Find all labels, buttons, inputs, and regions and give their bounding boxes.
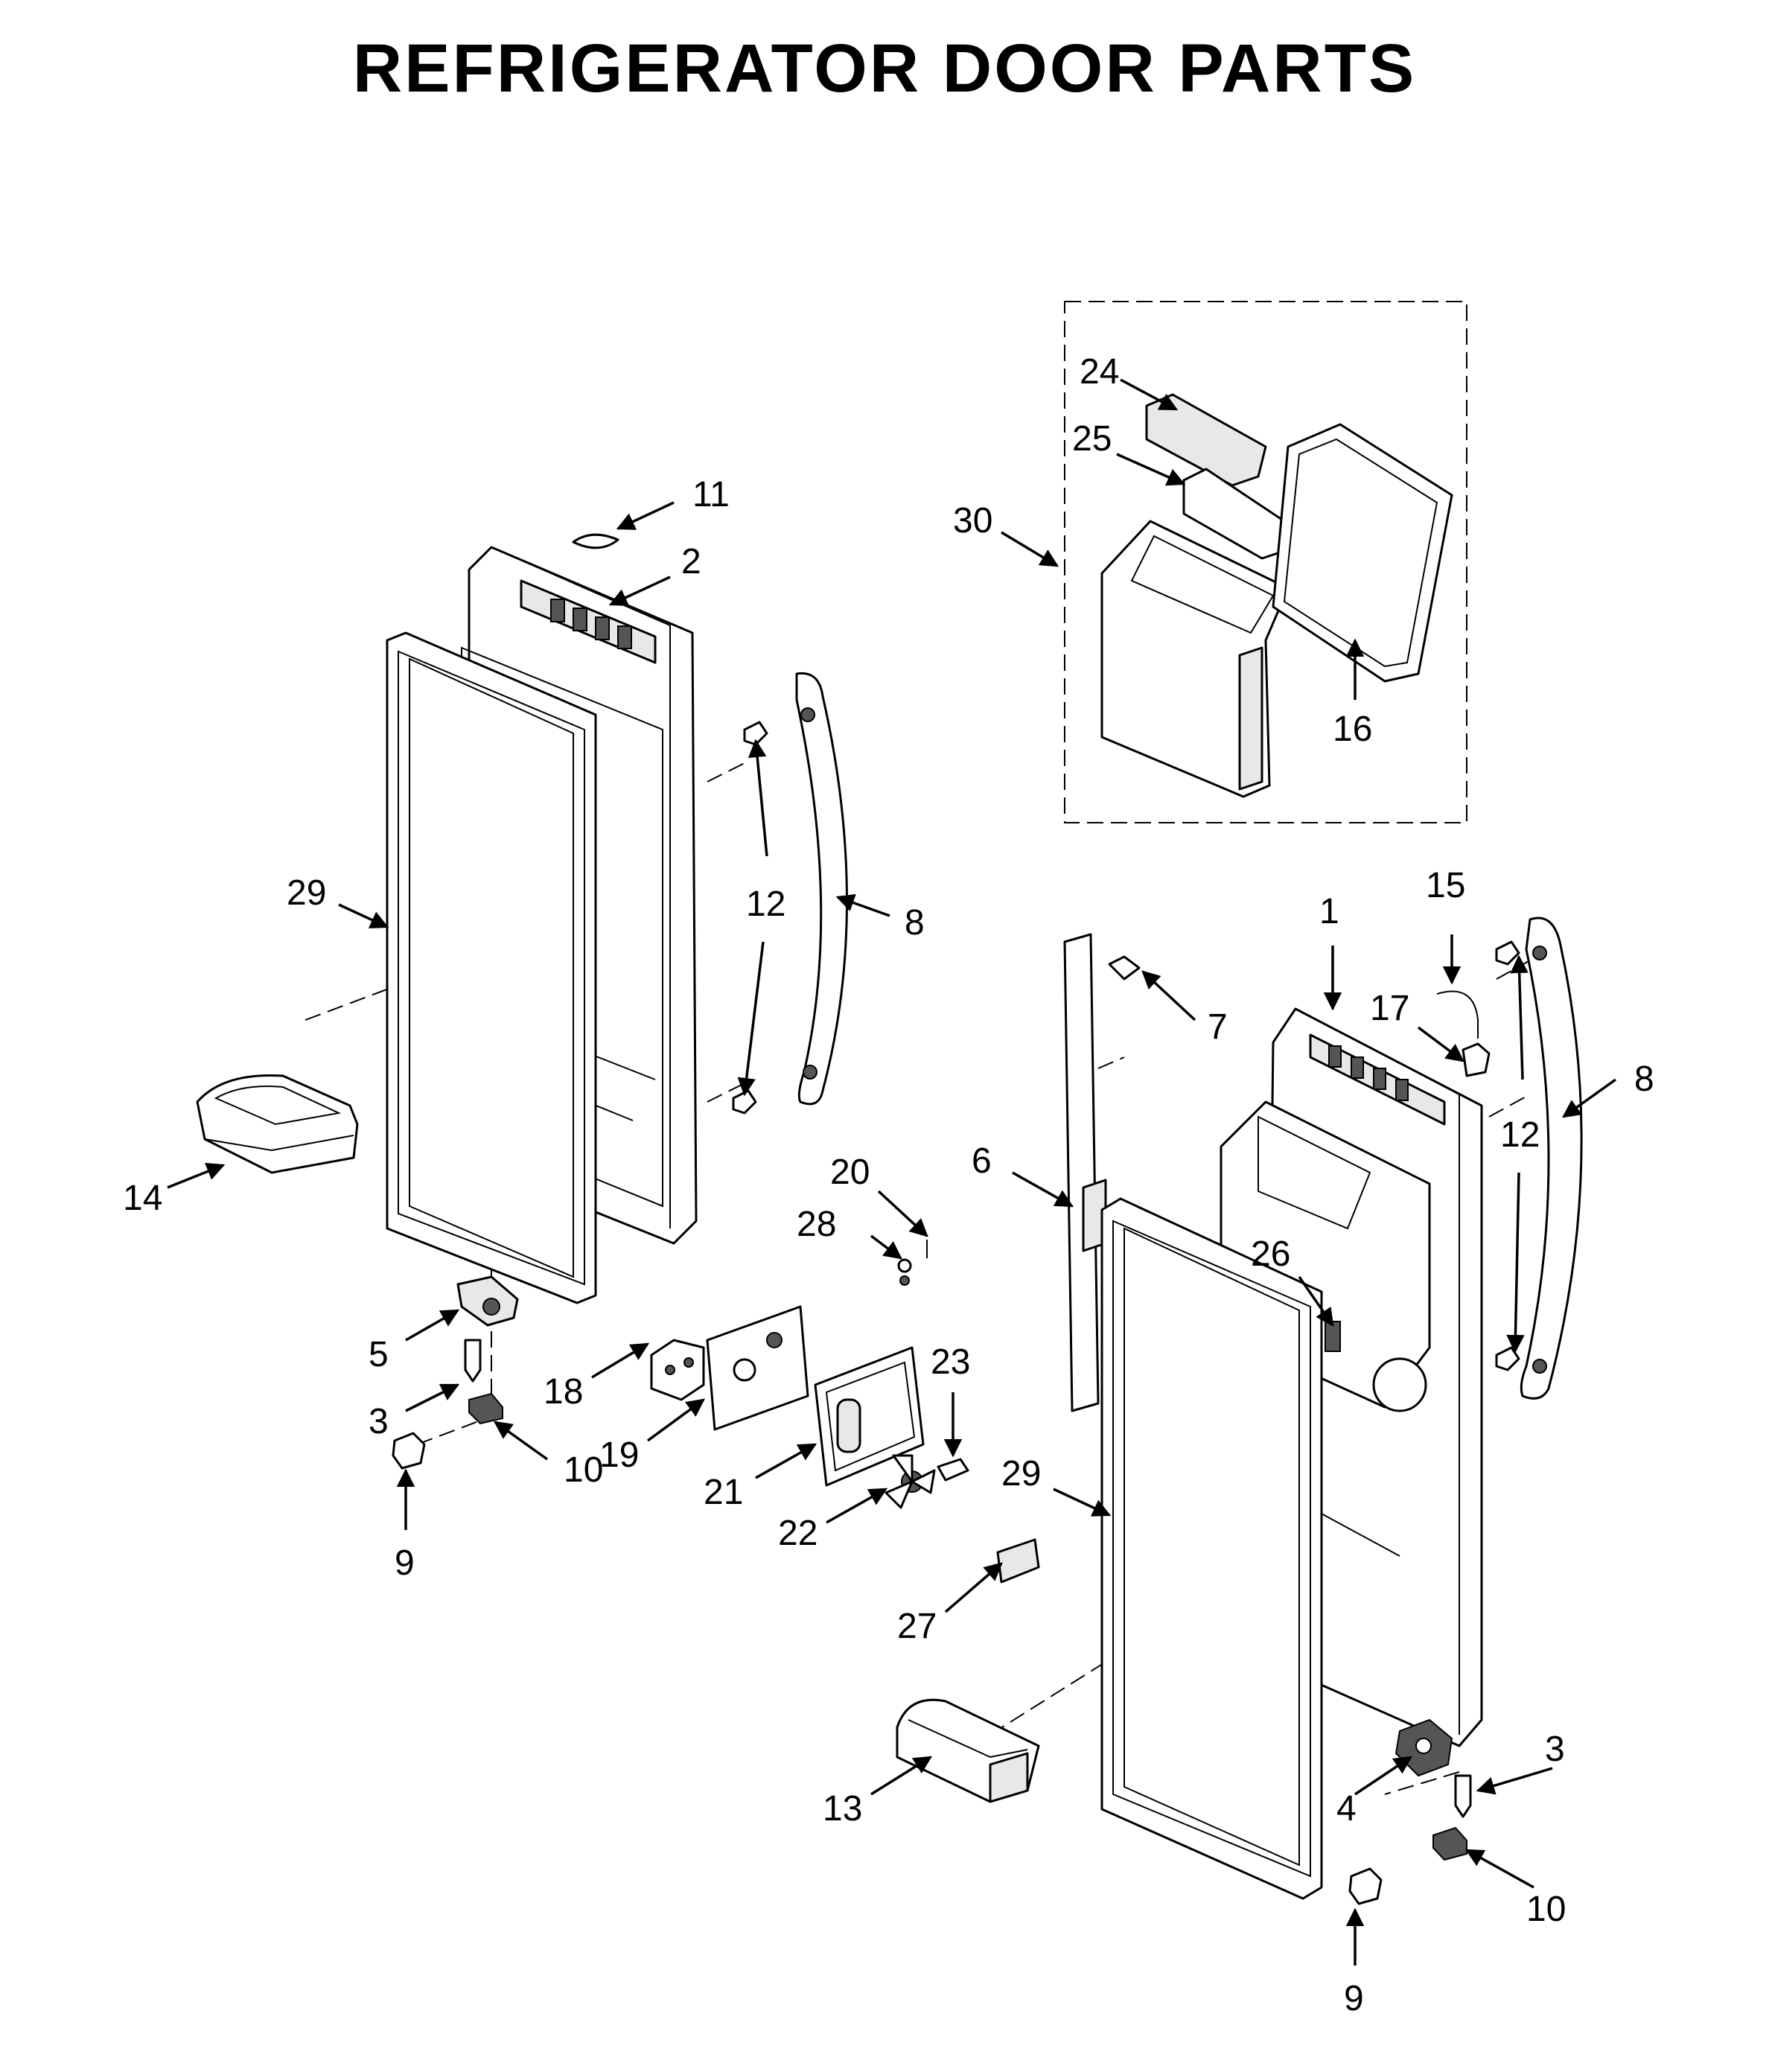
right-door-assembly	[896, 917, 1583, 1905]
right-hinge-cover-10	[1432, 1826, 1467, 1861]
cover-23	[937, 1458, 969, 1482]
leader-lines	[167, 378, 1617, 1966]
callout-right-9: 9	[1344, 1979, 1364, 2018]
left-handle-studs	[732, 721, 768, 1115]
middle-components	[650, 1240, 1040, 1584]
callout-mid-27: 27	[897, 1607, 937, 1646]
left-bottom-hinge	[456, 1275, 519, 1327]
callout-right-8: 8	[1634, 1059, 1654, 1099]
callout-left-5: 5	[369, 1335, 389, 1374]
right-hex-screw-9	[1348, 1867, 1383, 1905]
kit-gasket-16	[1272, 423, 1453, 683]
callout-kit-25: 25	[1072, 419, 1112, 459]
callout-left-14: 14	[123, 1179, 162, 1218]
ice-kit-assembly	[1064, 301, 1467, 823]
callout-right-17: 17	[1370, 989, 1409, 1028]
callout-kit-16: 16	[1333, 710, 1372, 749]
rail-screw-7	[1108, 955, 1141, 981]
top-cap-11	[572, 533, 619, 549]
callout-right-26: 26	[1251, 1234, 1290, 1274]
door-rail-6	[1063, 933, 1107, 1412]
diagram-title: REFRIGERATOR DOOR PARTS	[352, 31, 1417, 106]
right-stud-top	[1495, 940, 1520, 966]
callout-right-6: 6	[972, 1141, 992, 1181]
callout-right-4: 4	[1336, 1789, 1357, 1829]
callout-right-15: 15	[1426, 866, 1465, 905]
callout-labels: 11 2 29 12 8 14 5 3 10 9 24 25 30 16 20 …	[123, 352, 1654, 2018]
clip-28	[897, 1258, 912, 1273]
callout-mid-21: 21	[704, 1473, 743, 1512]
callout-left-3: 3	[369, 1402, 389, 1441]
control-panel-19	[706, 1305, 809, 1431]
callout-mid-18: 18	[544, 1372, 583, 1412]
callout-left-29: 29	[287, 873, 326, 913]
callout-mid-19: 19	[599, 1435, 639, 1475]
left-hinge-cover-10	[468, 1392, 503, 1425]
callout-left-2: 2	[681, 542, 701, 581]
fan-housing-21	[814, 1346, 925, 1487]
left-handle	[795, 672, 848, 1106]
right-handle	[1520, 917, 1583, 1400]
liner-top-vents	[550, 599, 632, 649]
callout-right-13: 13	[823, 1789, 862, 1829]
right-door-bin	[896, 1698, 1040, 1803]
tube-15	[1436, 990, 1479, 1039]
callout-left-11: 11	[692, 475, 730, 514]
fan-blade-22	[884, 1454, 936, 1509]
callout-right-7: 7	[1208, 1007, 1228, 1047]
callout-right-1: 1	[1319, 892, 1339, 931]
callout-right-29: 29	[1001, 1454, 1041, 1494]
callout-mid-20: 20	[830, 1153, 870, 1192]
callout-left-9: 9	[395, 1543, 415, 1583]
callout-left-10: 10	[564, 1450, 603, 1490]
callout-kit-30: 30	[953, 501, 992, 541]
dispenser-bump-26	[1372, 1357, 1427, 1412]
callout-right-10: 10	[1526, 1890, 1566, 1929]
callout-kit-24: 24	[1080, 352, 1119, 392]
fitting-17	[1462, 1042, 1491, 1077]
right-door-gasket	[1100, 1197, 1323, 1900]
bracket-18	[650, 1339, 705, 1401]
callout-right-12: 12	[1500, 1115, 1540, 1155]
clip-27	[996, 1538, 1040, 1584]
left-door-assembly	[196, 533, 848, 1470]
left-door-gasket	[386, 631, 597, 1304]
callout-mid-22: 22	[778, 1514, 817, 1553]
left-screw-3	[464, 1339, 482, 1383]
left-door-bin	[196, 1074, 359, 1174]
callout-left-8: 8	[905, 903, 925, 943]
callout-left-12: 12	[746, 884, 785, 924]
kit-housing-30	[1100, 520, 1290, 798]
left-hex-screw-9	[392, 1432, 426, 1470]
callout-right-3: 3	[1545, 1730, 1565, 1769]
callout-mid-23: 23	[931, 1342, 970, 1382]
right-screw-3	[1454, 1774, 1472, 1818]
right-liner-vents	[1328, 1045, 1409, 1101]
callout-mid-28: 28	[797, 1205, 836, 1244]
